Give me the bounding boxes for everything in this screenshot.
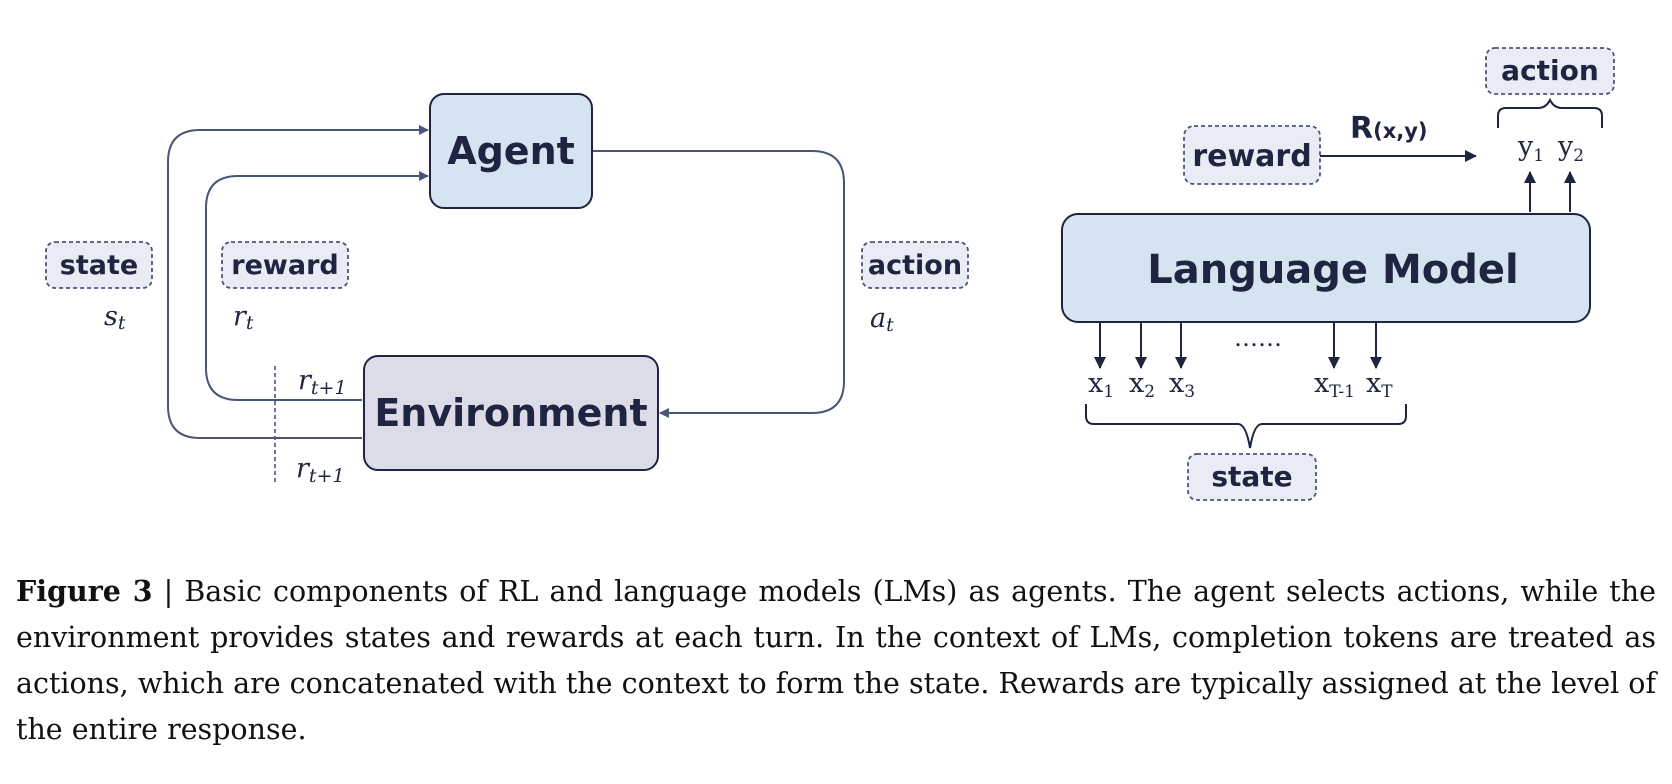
- input-ellipsis: ……: [1234, 324, 1282, 352]
- input-token-2: x2: [1129, 368, 1155, 402]
- state-brace: [1085, 404, 1407, 449]
- language-model-box: [1061, 213, 1591, 323]
- next-reward-top: rt+1: [298, 365, 347, 399]
- reward-loop-line: [205, 171, 429, 401]
- state-loop-line: [167, 125, 429, 439]
- state-symbol: st: [104, 301, 126, 334]
- agent-label: Agent: [447, 129, 575, 173]
- input-token-3: x3: [1169, 368, 1195, 402]
- lm-agent-diagram: reward R(x,y) action y1 y2 Language Mode…: [1061, 47, 1615, 501]
- output-token-2: y2: [1557, 131, 1584, 166]
- rl-loop-diagram: Agent Environment state st reward rt act…: [45, 93, 969, 487]
- lm-reward-tag-label: reward: [1192, 139, 1311, 174]
- input-token-5: xT: [1366, 368, 1393, 402]
- lm-action-tag: [1485, 47, 1615, 95]
- lm-action-tag-label: action: [1501, 54, 1599, 87]
- input-token-4: xT-1: [1314, 368, 1355, 402]
- reward-symbol: rt: [233, 301, 254, 334]
- reward-function-label: R(x,y): [1350, 111, 1428, 146]
- action-symbol: at: [870, 303, 894, 336]
- environment-label: Environment: [374, 391, 647, 435]
- action-brace: [1497, 97, 1603, 128]
- caption-separator: |: [152, 575, 185, 608]
- state-tag-label: state: [60, 250, 138, 281]
- figure-label: Figure 3: [16, 574, 153, 608]
- agent-box: [429, 93, 593, 209]
- output-token-1: y1: [1517, 131, 1544, 166]
- input-token-1: x1: [1088, 368, 1114, 402]
- lm-state-tag: [1187, 453, 1317, 501]
- environment-box: [363, 355, 659, 471]
- next-reward-bottom: rt+1: [296, 453, 345, 487]
- language-model-label: Language Model: [1147, 247, 1519, 293]
- figure-caption: Figure 3 | Basic components of RL and la…: [16, 568, 1656, 753]
- reward-tag-label: reward: [231, 250, 338, 281]
- action-loop-line: [592, 150, 845, 418]
- action-tag-label: action: [868, 250, 962, 281]
- caption-text: Basic components of RL and language mode…: [16, 575, 1656, 746]
- lm-state-tag-label: state: [1211, 460, 1292, 493]
- state-tag: [45, 241, 153, 289]
- action-tag: [861, 241, 969, 289]
- reward-tag: [221, 241, 349, 289]
